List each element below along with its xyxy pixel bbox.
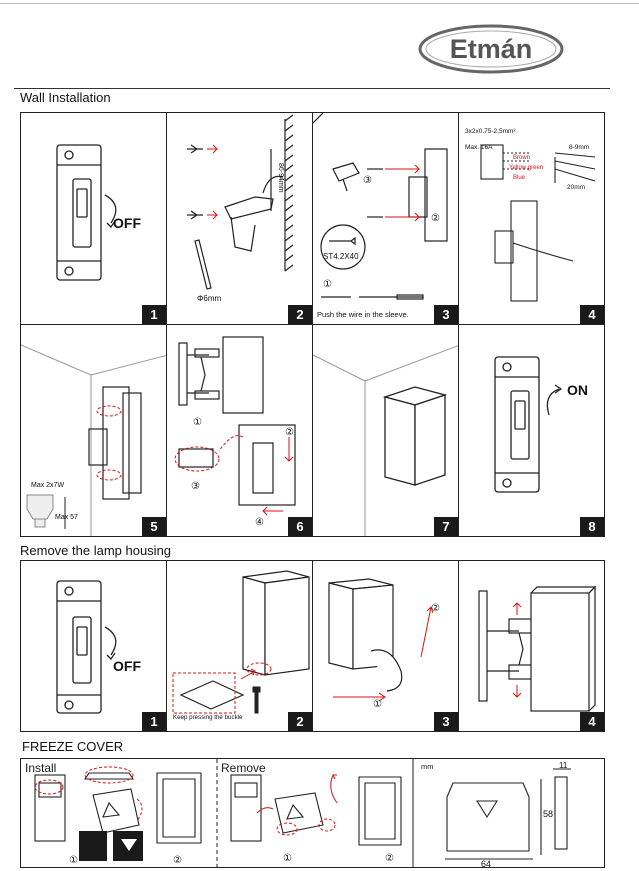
circle-1: ① (373, 699, 382, 710)
circle-4: ④ (255, 517, 264, 528)
wall-step-4: 3x2x0.75-2,5mm² Max. 16A 8-9mm 20mm Brow… (458, 112, 605, 325)
install-circle-2: ② (173, 855, 182, 866)
wire-yellow-green-label: Yellow green (509, 165, 543, 171)
step-number: 3 (434, 305, 458, 324)
cable-spec-label: 3x2x0.75-2,5mm² (465, 128, 516, 135)
remove-circle-2: ② (385, 853, 394, 864)
wall-step-6: ① ② ③ ④ 6 (166, 324, 313, 537)
remove-step-3: ① ② 3 (312, 560, 459, 732)
step-number: 2 (288, 712, 312, 731)
remove-step-4: 4 (458, 560, 605, 732)
step-number: 4 (580, 305, 604, 324)
remove-label: Remove (221, 761, 266, 775)
wall-step-3: ③ ② ① ST4.2X40 Push the wire in the slee… (312, 112, 459, 325)
step-number: 7 (434, 517, 458, 536)
install-circle-1: ① (69, 855, 78, 866)
step-number: 8 (580, 517, 604, 536)
step-number: 1 (142, 712, 166, 731)
wall-step-5: Max 2x7W Max 57 5 (20, 324, 167, 537)
circle-3: ③ (191, 481, 200, 492)
section-title-wall-installation: Wall Installation (20, 90, 111, 105)
circle-1: ① (323, 279, 332, 290)
screw-label: ST4.2X40 (323, 252, 359, 261)
wall-step-1: OFF 1 (20, 112, 167, 325)
step-number: 2 (288, 305, 312, 324)
step-number: 4 (580, 712, 604, 731)
remove-step-2: Keep pressing the buckle 2 (166, 560, 313, 732)
install-label: Install (25, 761, 57, 775)
drill-bit-label: Φ6mm (197, 294, 221, 303)
wall-step-2: 86-94mm Φ6mm 2 (166, 112, 313, 325)
top-rule (0, 3, 639, 4)
off-label: OFF (113, 215, 141, 231)
header-rule (14, 88, 610, 89)
dimension-depth: 11 (559, 761, 568, 770)
section-title-remove-housing: Remove the lamp housing (20, 543, 172, 558)
freeze-cover-panel: ① ② ① ② mm 58 64 11 Install R (20, 758, 605, 868)
wall-step-8: ON 8 (458, 324, 605, 537)
dimension-height: 58 (543, 809, 553, 819)
strip-length-2: 20mm (567, 184, 585, 191)
step-number: 1 (142, 305, 166, 324)
off-label: OFF (113, 658, 141, 674)
circle-2: ② (431, 603, 440, 614)
step-number: 5 (142, 517, 166, 536)
circle-3: ③ (363, 175, 372, 186)
wall-step-7: 7 (312, 324, 459, 537)
on-label: ON (567, 382, 588, 398)
lamp-max-label: Max 2x7W (31, 482, 64, 489)
max-current-label: Max. 16A (465, 144, 493, 151)
unit-label: mm (421, 762, 434, 771)
circle-2: ② (431, 213, 440, 224)
section-title-freeze-cover: FREEZE COVER (22, 739, 124, 754)
circle-2: ② (285, 427, 294, 438)
remove-circle-1: ① (283, 853, 292, 864)
dimension-width: 64 (481, 859, 491, 868)
logo-text: Etmán (450, 34, 533, 64)
wire-blue-label: Blue (513, 175, 526, 181)
sleeve-note: Push the wire in the sleeve. (317, 310, 409, 319)
remove-step-1: OFF 1 (20, 560, 167, 732)
buckle-note: Keep pressing the buckle (173, 714, 243, 721)
circle-1: ① (193, 417, 202, 428)
wire-brown-label: Brown (513, 155, 530, 161)
lamp-length-label: Max 57 (55, 514, 78, 521)
depth-label: 86-94mm (277, 163, 284, 193)
step-number: 3 (434, 712, 458, 731)
brand-logo: Etmán (418, 24, 564, 74)
strip-length-1: 8-9mm (569, 144, 589, 151)
step-number: 6 (288, 517, 312, 536)
